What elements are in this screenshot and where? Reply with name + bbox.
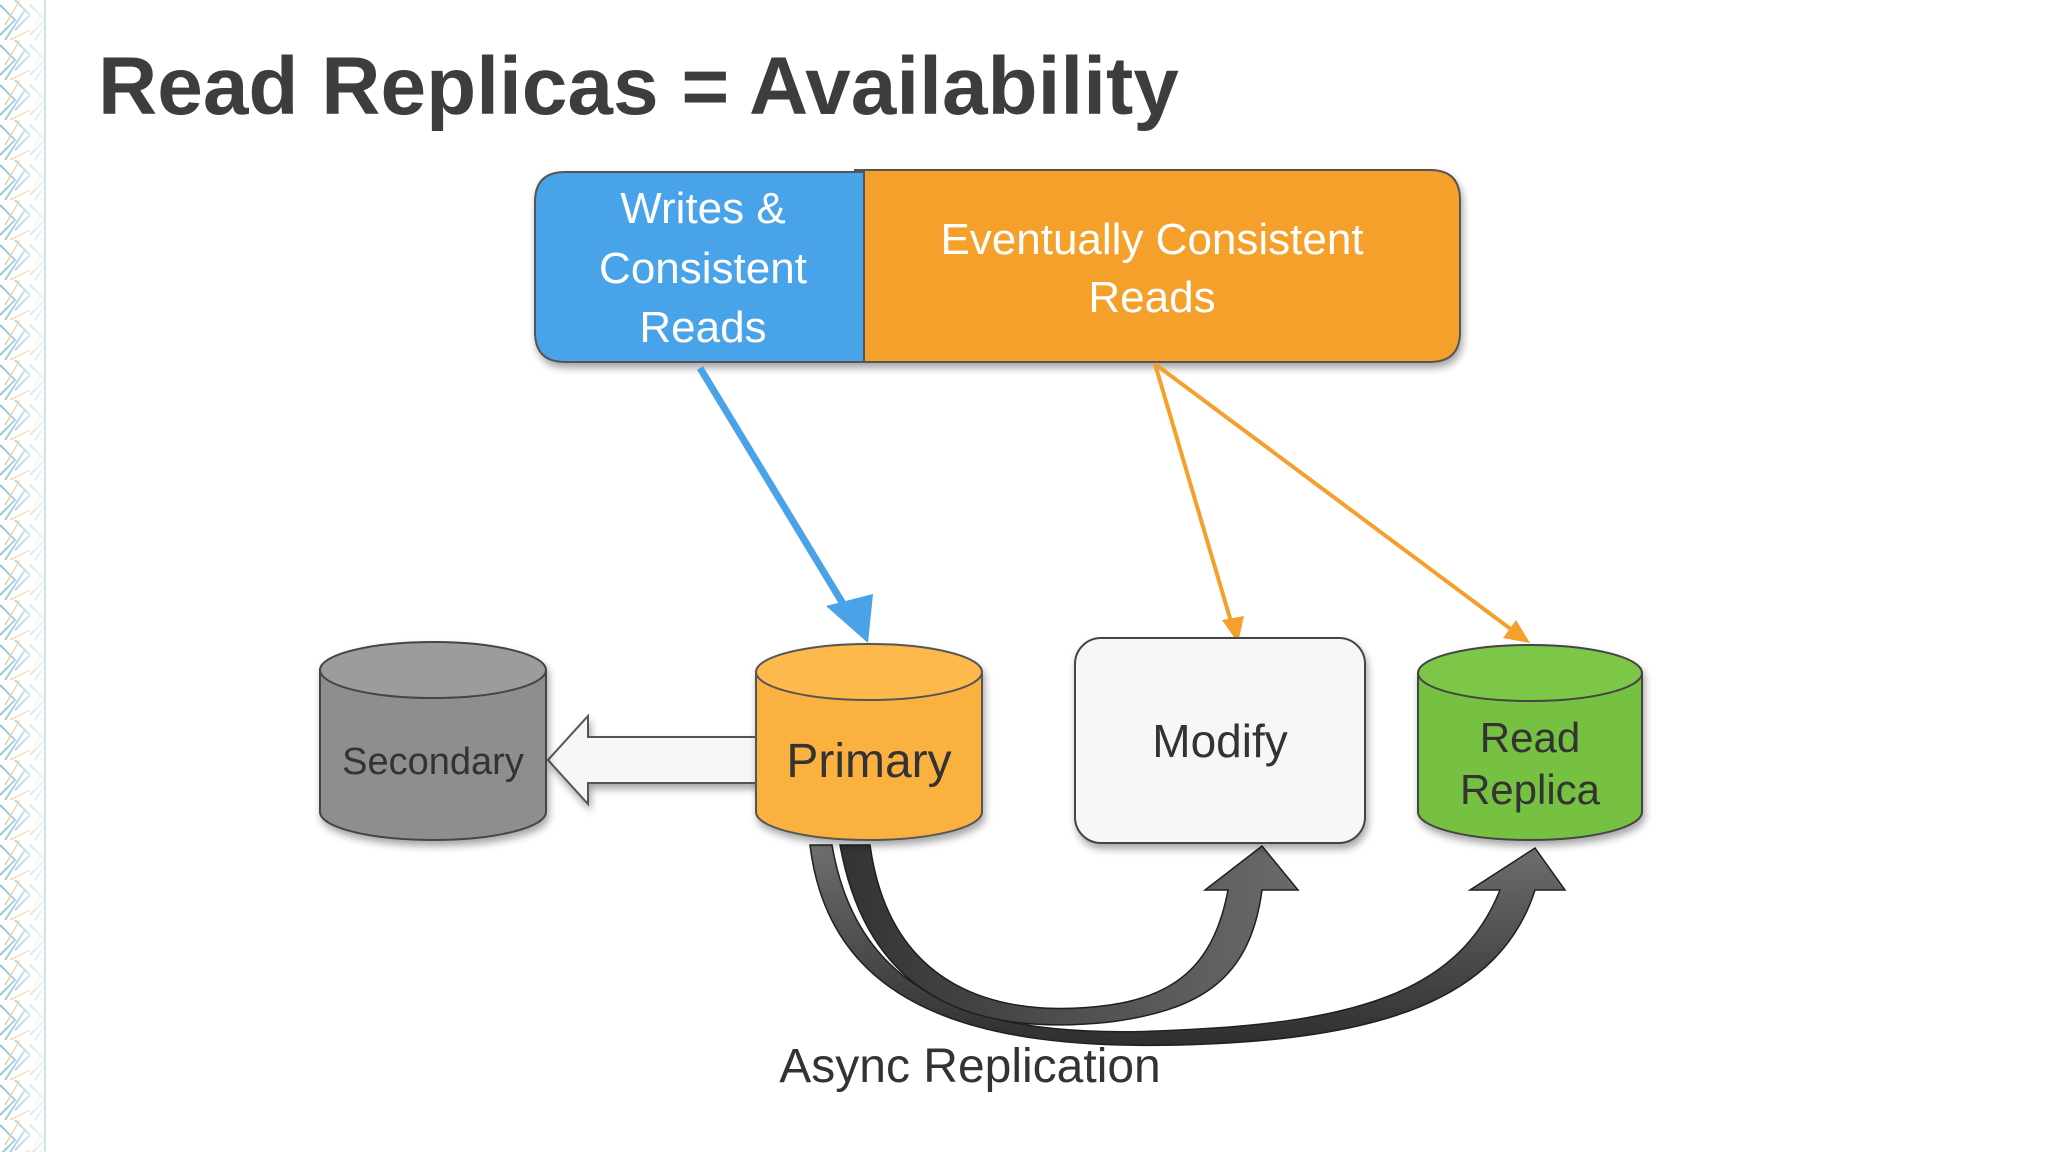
- writes-label-line-1: Writes &: [620, 184, 785, 233]
- primary-label: Primary: [786, 735, 951, 788]
- eventual-reads-box: [854, 169, 1461, 363]
- eventual-reads-arrows: [1153, 362, 1530, 643]
- read-replica-label-line-1: Read: [1480, 714, 1580, 761]
- read-replica-database: [1417, 644, 1643, 841]
- async-replication-arrows: [809, 844, 1567, 1047]
- modify-box: [1074, 637, 1366, 844]
- decorative-edge-pattern: [0, 0, 50, 1152]
- writes-consistent-reads-box: [534, 171, 865, 363]
- writes-label-line-3: Reads: [639, 303, 766, 352]
- secondary-label: Secondary: [342, 741, 524, 783]
- secondary-database: [319, 641, 547, 841]
- writes-label-line-2: Consistent: [599, 244, 807, 293]
- eventual-label-line-1: Eventually Consistent: [940, 215, 1363, 264]
- consistent-reads-arrow: [697, 366, 873, 643]
- request-bar: [534, 169, 1461, 363]
- primary-database: [755, 643, 983, 841]
- async-replication-label: Async Replication: [779, 1040, 1161, 1093]
- read-replica-label-line-2: Replica: [1460, 766, 1601, 813]
- eventual-label-line-2: Reads: [1088, 273, 1215, 322]
- failover-arrow: [546, 713, 761, 807]
- slide-title: Read Replicas = Availability: [98, 41, 1179, 132]
- modify-label: Modify: [1152, 715, 1287, 767]
